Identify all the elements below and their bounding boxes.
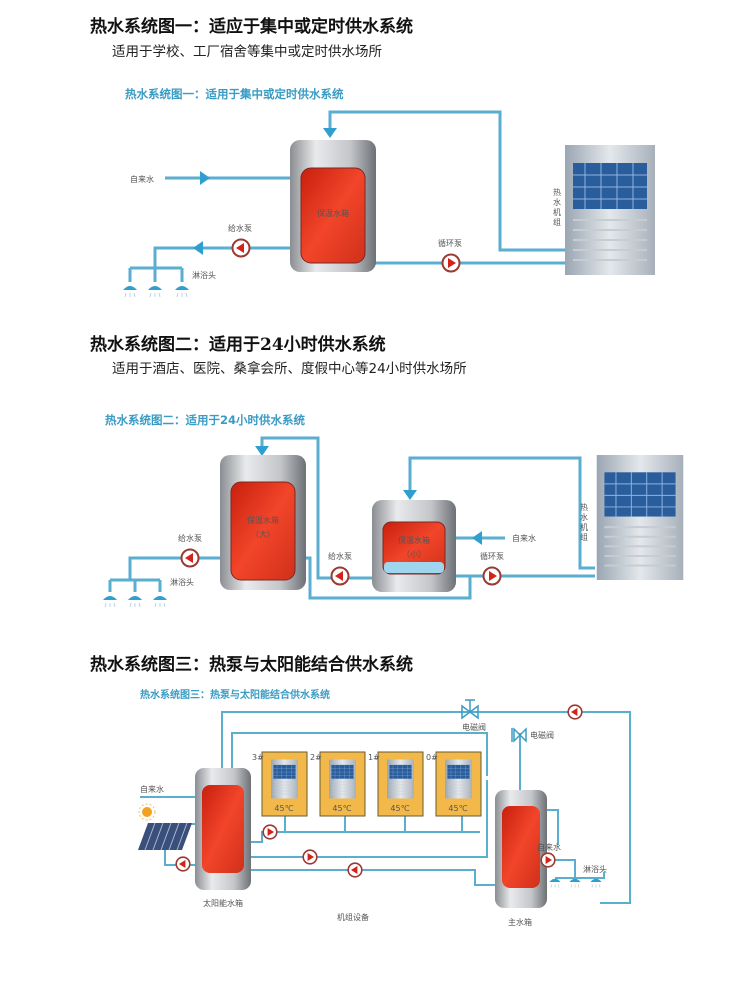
tank-label: 保温水箱 [317,208,349,218]
tap-water-label: 自来水 [537,842,561,852]
heat-pump-unit-1: 2# 45℃ [310,751,366,817]
valve-1 [461,699,479,720]
sun-icon [138,803,156,821]
heat-pump-unit-2: 1# 45℃ [368,751,424,817]
unit-id-label: 1# [368,753,380,762]
shower-label: 淋浴头 [192,270,216,280]
shower-icon [152,595,168,608]
small-tank-size: （小） [402,550,426,559]
flow-arrow-icon [472,531,482,545]
section-1-title: 热水系统图一：适应于集中或定时供水系统 [90,17,413,37]
main-tank-label: 主水箱 [508,917,532,927]
tap-water-label: 自来水 [512,533,536,543]
diagram-3-caption: 热水系统图三：热泵与太阳能结合供水系统 [140,690,330,701]
shower-icon [590,878,602,888]
heat-pump-units: 3# 45℃ 2# 45℃ 1# 45℃ 0# 45℃ [252,751,482,817]
unit-id-label: 3# [252,753,264,762]
solar-tank-label: 太阳能水箱 [203,898,243,908]
supply-pump-label: 给水泵 [328,551,352,561]
shower-label: 淋浴头 [583,864,607,874]
solar-tank [195,768,251,890]
shower-icon [549,878,561,888]
inflow-arrow-icon [255,446,269,456]
pump-icon [262,824,278,840]
supply-pump-icon [231,238,251,258]
valve-label: 电磁阀 [462,722,486,732]
circ-pump-label: 循环泵 [480,551,504,561]
shower-icon [174,285,190,298]
section-1-subtitle: 适用于学校、工厂宿舍等集中或定时供水场所 [112,44,382,60]
big-tank-size: （大） [251,529,275,539]
unit-temp-label: 45℃ [332,804,351,813]
supply-pump-icon [180,548,200,568]
section-2-title: 热水系统图二：适用于24小时供水系统 [90,335,386,355]
heat-pump-unit [565,145,655,275]
heat-pump-unit [595,455,685,580]
circulation-pump-icon [441,253,461,273]
insulated-tank: 保温水箱 [290,140,376,272]
shower-icon [569,878,581,888]
diagram-2-caption: 热水系统图二：适用于24小时供水系统 [105,413,306,427]
pump-icon [540,852,556,868]
unit-id-label: 0# [426,753,438,762]
tap-water-label: 自来水 [130,174,154,184]
diagram-2: 保温水箱 （大） 保温水箱 （小） 热水机组 给水泵 给水泵 循环泵 自来水 淋… [102,436,685,608]
shower-icon [122,285,138,298]
units-label: 机组设备 [337,912,369,922]
big-tank-label: 保温水箱 [247,515,279,525]
small-tank-label: 保温水箱 [398,535,430,545]
pump-icon [347,862,363,878]
valve-label: 电磁阀 [530,730,554,740]
unit-label: 热水机组 [553,187,561,227]
small-insulated-tank: 保温水箱 （小） [372,500,456,592]
supply-pump-icon [330,566,350,586]
unit-temp-label: 45℃ [274,804,293,813]
unit-temp-label: 45℃ [390,804,409,813]
valve-2 [511,727,527,743]
shower-icon [147,285,163,298]
inflow-arrow-icon [403,490,417,500]
diagram-1-caption: 热水系统图一：适用于集中或定时供水系统 [125,87,344,101]
pump-icon [567,704,583,720]
pump-icon [175,856,191,872]
flow-arrow-icon [193,241,203,255]
big-insulated-tank: 保温水箱 （大） [220,455,306,590]
section-3-title: 热水系统图三：热泵与太阳能结合供水系统 [90,655,413,675]
unit-label: 热水机组 [580,502,588,542]
shower-icon [127,595,143,608]
main-tank [495,790,547,908]
diagram-1: 保温水箱 热水机组 自来水 给水泵 淋浴头 循环泵 [122,110,655,298]
circ-pump-label: 循环泵 [438,238,462,248]
supply-pump-label: 给水泵 [228,223,252,233]
pump-icon [302,849,318,865]
heat-pump-unit-3: 0# 45℃ [426,751,482,817]
unit-id-label: 2# [310,753,322,762]
diagram-3: 电磁阀 电磁阀 3# 45℃ 2# 45℃ 1# 45℃ 0# 45℃ 自来水 自来水 太阳能… [138,699,631,927]
circulation-pump-icon [482,566,502,586]
unit-temp-label: 45℃ [448,804,467,813]
solar-panel [138,822,192,851]
tap-water-label: 自来水 [140,784,164,794]
flow-arrow-icon [200,171,210,185]
heat-pump-unit-0: 3# 45℃ [252,751,308,817]
inflow-arrow-icon [323,128,337,138]
shower-icon [102,595,118,608]
section-2-subtitle: 适用于酒店、医院、桑拿会所、度假中心等24小时供水场所 [112,361,467,377]
shower-label: 淋浴头 [170,577,194,587]
supply-pump-label: 给水泵 [178,533,202,543]
